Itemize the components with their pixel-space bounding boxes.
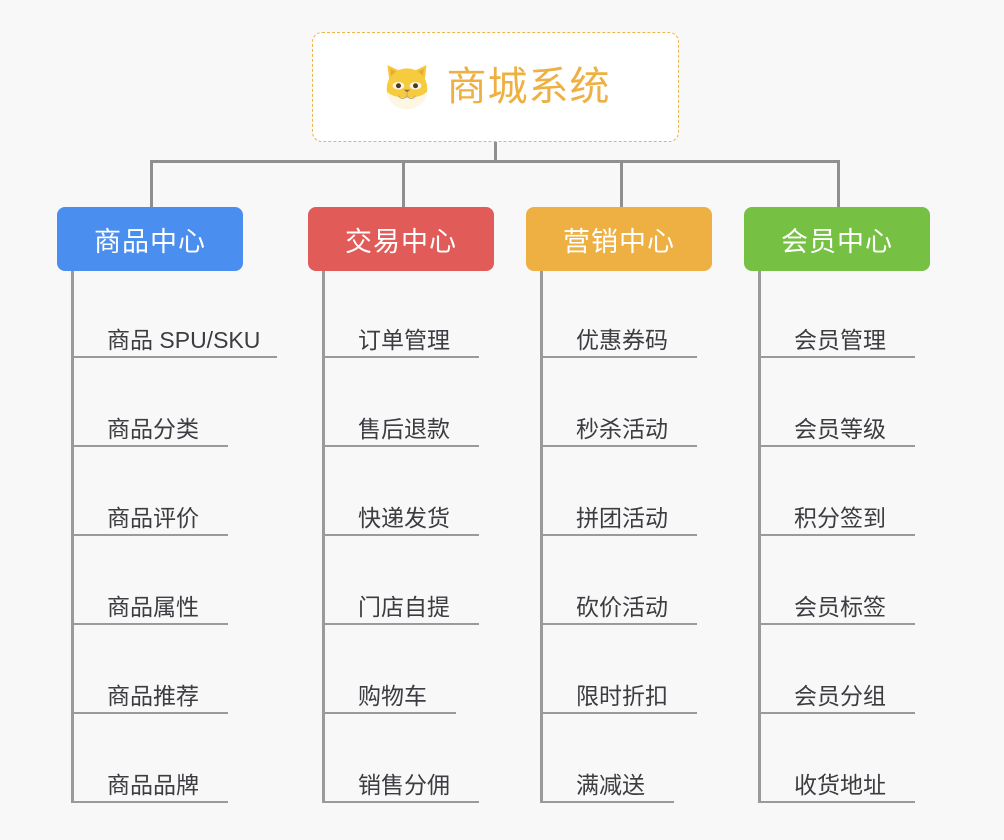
leaf-label: 商品推荐 [107,682,199,709]
leaf-label: 商品分类 [107,415,199,442]
leaf-item[interactable]: 拼团活动 [540,452,697,536]
connector-bus [150,160,840,163]
leaf-label: 商品 SPU/SKU [107,326,261,353]
connector-drop-3 [620,160,623,208]
leaf-label: 快递发货 [358,504,450,531]
leaf-label: 商品品牌 [107,771,199,798]
category-box-4[interactable]: 会员中心 [744,207,930,271]
category-box-2[interactable]: 交易中心 [308,207,494,271]
leaf-item[interactable]: 会员管理 [758,274,915,358]
leaf-label: 秒杀活动 [576,415,668,442]
leaf-label: 积分签到 [794,504,886,531]
leaf-label: 门店自提 [358,593,450,620]
category-label-4: 会员中心 [781,226,893,257]
leaf-label: 商品评价 [107,504,199,531]
leaf-item[interactable]: 快递发货 [322,452,479,536]
leaf-label: 满减送 [576,771,645,798]
shiba-dog-icon [386,65,427,109]
leaf-label: 商品属性 [107,593,199,620]
branch-trunk-1 [71,271,74,802]
leaf-item[interactable]: 商品推荐 [71,630,228,714]
category-label-1: 商品中心 [94,226,206,257]
leaf-item[interactable]: 积分签到 [758,452,915,536]
leaf-label: 会员分组 [794,682,886,709]
leaf-item[interactable]: 砍价活动 [540,541,697,625]
leaf-item[interactable]: 商品属性 [71,541,228,625]
leaf-item[interactable]: 订单管理 [322,274,479,358]
branch-trunk-2 [322,271,325,802]
leaf-label: 订单管理 [358,326,450,353]
leaf-item[interactable]: 商品 SPU/SKU [71,274,277,358]
leaf-label: 优惠券码 [576,326,668,353]
leaf-item[interactable]: 商品品牌 [71,719,228,803]
branch-trunk-3 [540,271,543,802]
leaf-label: 拼团活动 [576,504,668,531]
leaf-item[interactable]: 购物车 [322,630,456,714]
category-label-3: 营销中心 [563,226,675,257]
leaf-label: 会员管理 [794,326,886,353]
leaf-item[interactable]: 收货地址 [758,719,915,803]
leaf-label: 砍价活动 [576,593,668,620]
leaf-item[interactable]: 会员分组 [758,630,915,714]
connector-drop-2 [402,160,405,208]
connector-root-stem [494,142,497,163]
root-title: 商城系统 [446,65,611,109]
leaf-item[interactable]: 秒杀活动 [540,363,697,447]
leaf-label: 售后退款 [358,415,450,442]
leaf-item[interactable]: 会员标签 [758,541,915,625]
leaf-item[interactable]: 会员等级 [758,363,915,447]
leaf-item[interactable]: 满减送 [540,719,674,803]
connector-drop-1 [150,160,153,208]
leaf-label: 限时折扣 [576,682,668,709]
leaf-item[interactable]: 优惠券码 [540,274,697,358]
leaf-item[interactable]: 商品评价 [71,452,228,536]
leaf-label: 销售分佣 [358,771,450,798]
category-box-1[interactable]: 商品中心 [57,207,243,271]
category-box-3[interactable]: 营销中心 [526,207,712,271]
root-node[interactable]: 商城系统 [312,32,679,142]
connector-drop-4 [837,160,840,208]
leaf-item[interactable]: 限时折扣 [540,630,697,714]
leaf-item[interactable]: 商品分类 [71,363,228,447]
leaf-item[interactable]: 销售分佣 [322,719,479,803]
leaf-label: 会员标签 [794,593,886,620]
leaf-item[interactable]: 售后退款 [322,363,479,447]
category-label-2: 交易中心 [345,226,457,257]
leaf-label: 购物车 [358,682,427,709]
branch-trunk-4 [758,271,761,802]
leaf-label: 会员等级 [794,415,886,442]
leaf-label: 收货地址 [794,771,886,798]
leaf-item[interactable]: 门店自提 [322,541,479,625]
